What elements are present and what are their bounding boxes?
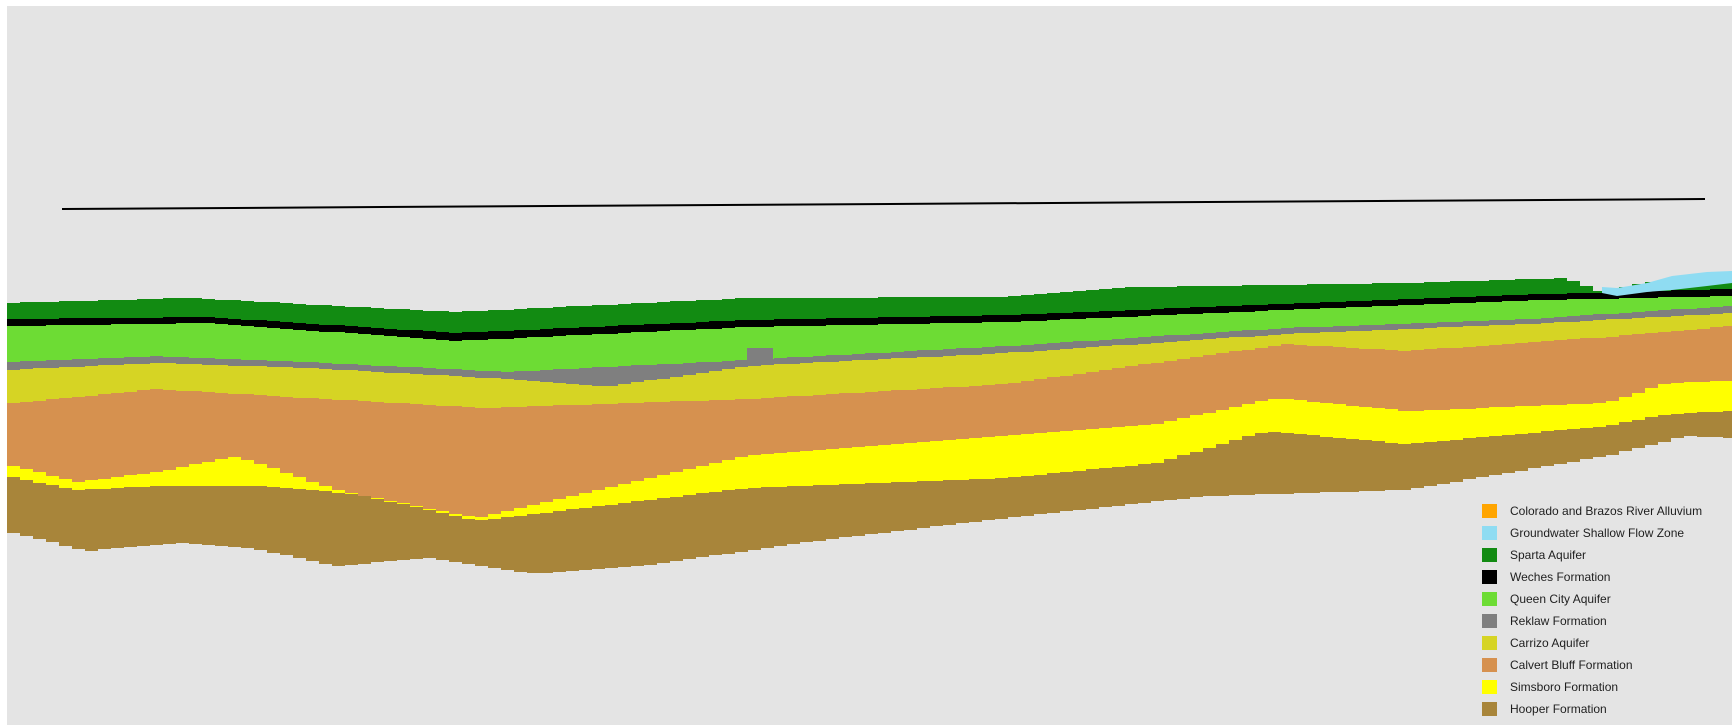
weches-formation-layer xyxy=(7,289,1732,341)
legend-label: Weches Formation xyxy=(1510,570,1611,584)
geologic-cross-section xyxy=(7,198,1732,573)
legend-label: Carrizo Aquifer xyxy=(1510,636,1590,650)
legend-label: Calvert Bluff Formation xyxy=(1510,658,1633,672)
legend-swatch xyxy=(1482,592,1497,606)
legend-swatch xyxy=(1482,658,1497,672)
legend-item: Carrizo Aquifer xyxy=(1482,632,1702,654)
legend-label: Sparta Aquifer xyxy=(1510,548,1587,562)
legend-item: Queen City Aquifer xyxy=(1482,588,1702,610)
carrizo-aquifer-layer xyxy=(7,313,1732,408)
legend-item: Weches Formation xyxy=(1482,566,1702,588)
legend-item: Calvert Bluff Formation xyxy=(1482,654,1702,676)
legend-swatch xyxy=(1482,526,1497,540)
groundwater-shallow-flow-zone-layer xyxy=(1602,271,1732,296)
legend-swatch xyxy=(1482,702,1497,716)
sparta-aquifer-layer xyxy=(7,274,1732,333)
legend-item: Reklaw Formation xyxy=(1482,610,1702,632)
legend-swatch xyxy=(1482,614,1497,628)
legend-label: Groundwater Shallow Flow Zone xyxy=(1510,526,1685,540)
legend-label: Reklaw Formation xyxy=(1510,614,1607,628)
ground-surface-line xyxy=(61,198,1706,210)
legend-swatch xyxy=(1482,570,1497,584)
legend-label: Simsboro Formation xyxy=(1510,680,1619,694)
cross-section-viewport: Colorado and Brazos River Alluvium Groun… xyxy=(7,6,1732,725)
legend-swatch xyxy=(1482,504,1497,518)
legend-item: Groundwater Shallow Flow Zone xyxy=(1482,522,1702,544)
legend-swatch xyxy=(1482,548,1497,562)
calvert-bluff-formation-layer xyxy=(7,326,1732,517)
legend-item: Colorado and Brazos River Alluvium xyxy=(1482,500,1702,522)
legend-swatch xyxy=(1482,636,1497,650)
legend-label: Queen City Aquifer xyxy=(1510,592,1611,606)
legend-item: Hooper Formation xyxy=(1482,698,1702,720)
legend-label: Colorado and Brazos River Alluvium xyxy=(1510,504,1703,518)
simsboro-formation-layer xyxy=(7,381,1732,520)
legend-item: Simsboro Formation xyxy=(1482,676,1702,698)
reklaw-formation-outcrop xyxy=(747,348,773,364)
hooper-formation-layer xyxy=(7,411,1732,573)
legend: Colorado and Brazos River Alluvium Groun… xyxy=(1482,500,1702,720)
legend-swatch xyxy=(1482,680,1497,694)
queen-city-aquifer-layer xyxy=(7,296,1732,372)
legend-item: Sparta Aquifer xyxy=(1482,544,1702,566)
legend-label: Hooper Formation xyxy=(1510,702,1607,716)
